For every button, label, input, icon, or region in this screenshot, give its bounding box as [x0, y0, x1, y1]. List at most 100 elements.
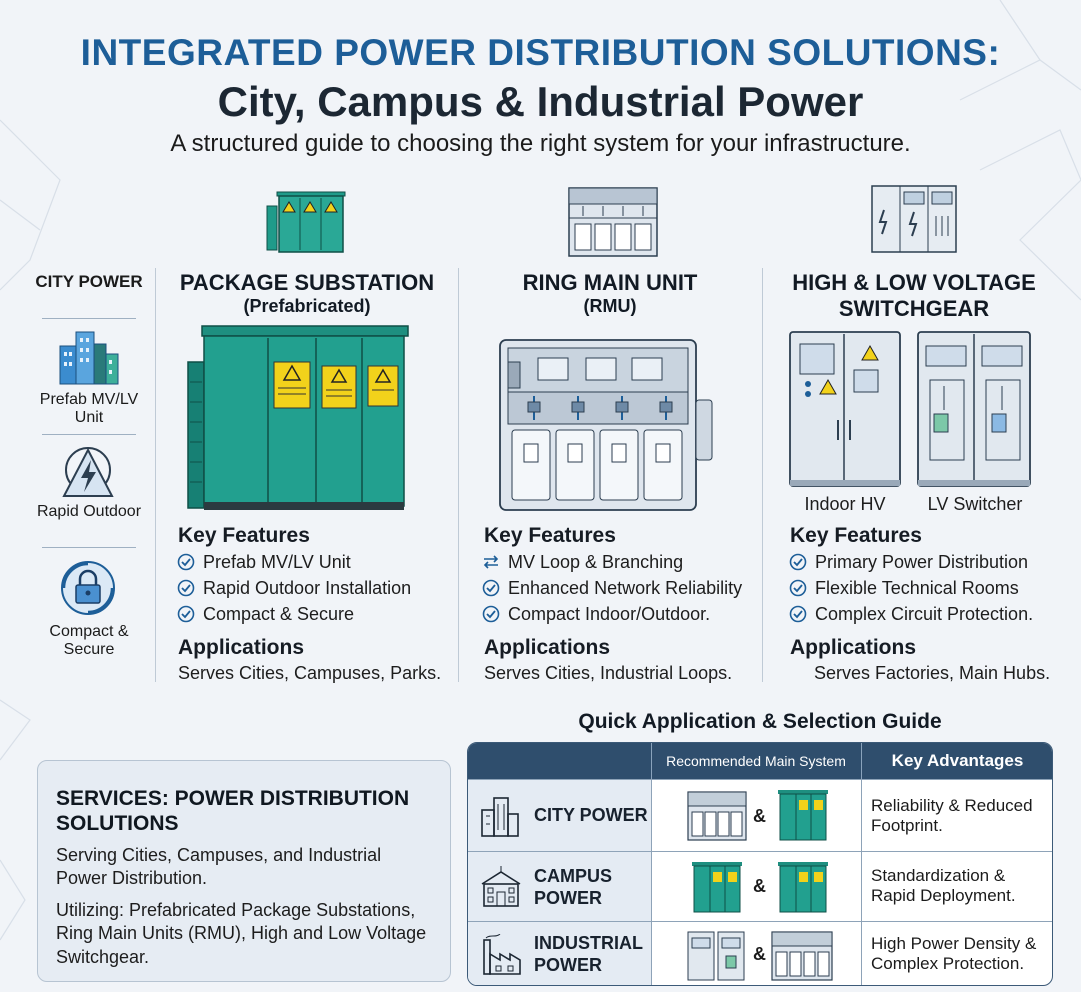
ampersand: & [753, 806, 766, 826]
indoor-hv-cabinet-illustration [789, 331, 901, 487]
feature-text: Complex Circuit Protection. [815, 603, 1034, 624]
applications-heading: Applications [484, 636, 611, 659]
rmu-thumbnail [687, 791, 747, 841]
check-circle-icon [177, 553, 195, 571]
features-list: Prefab MV/LV Unit Rapid Outdoor Installa… [177, 550, 411, 626]
column-divider [861, 922, 862, 985]
column-title: RING MAIN UNIT [522, 270, 698, 295]
list-item: Flexible Technical Rooms [789, 576, 1033, 600]
sidebar-item-label: Rapid Outdoor [36, 503, 142, 520]
header-recommended-system: Recommended Main System [666, 753, 846, 769]
check-circle-icon [789, 605, 807, 623]
sidebar-divider [42, 318, 136, 319]
guide-title: Quick Application & Selection Guide [578, 710, 942, 733]
column-divider [762, 268, 763, 682]
city-buildings-icon [59, 331, 119, 385]
list-item: MV Loop & Branching [482, 550, 742, 574]
check-circle-icon [177, 605, 195, 623]
features-list: Primary Power Distribution Flexible Tech… [789, 550, 1033, 626]
services-title: SERVICES: POWER DISTRIBUTION SOLUTIONS [56, 787, 410, 836]
package-substation-illustration [187, 325, 409, 510]
feature-text: Primary Power Distribution [815, 551, 1029, 572]
page-title: INTEGRATED POWER DISTRIBUTION SOLUTIONS: [80, 32, 1001, 73]
list-item: Complex Circuit Protection. [789, 602, 1033, 626]
column-title: HIGH & LOW VOLTAGE [792, 270, 1036, 295]
column-divider [651, 743, 652, 779]
package-substation-thumbnail [778, 862, 828, 913]
column-divider [861, 780, 862, 851]
package-substation-thumbnail [778, 790, 828, 841]
sidebar-item-label: Compact & Secure [49, 623, 129, 659]
column-divider [861, 743, 862, 779]
feature-text: MV Loop & Branching [508, 551, 684, 572]
package-substation-thumbnail [692, 862, 742, 913]
check-circle-icon [482, 605, 500, 623]
applications-text: Serves Cities, Campuses, Parks. [178, 663, 442, 683]
column-divider [861, 852, 862, 921]
ampersand: & [753, 944, 766, 964]
applications-text: Serves Factories, Main Hubs. [814, 663, 1051, 683]
row-label: CAMPUS [534, 866, 613, 886]
header-key-advantages: Key Advantages [891, 751, 1024, 770]
applications-text: Serves Cities, Industrial Loops. [484, 663, 733, 683]
sidebar-divider [42, 434, 136, 435]
check-circle-icon [789, 579, 807, 597]
features-list: MV Loop & Branching Enhanced Network Rel… [482, 550, 742, 626]
feature-text: Flexible Technical Rooms [815, 577, 1019, 598]
switchgear-small-icon [871, 185, 957, 253]
table-header: Recommended Main System Key Advantages [468, 743, 1052, 779]
feature-text: Compact Indoor/Outdoor. [508, 603, 711, 624]
features-heading: Key Features [484, 524, 616, 547]
check-circle-icon [789, 553, 807, 571]
list-item: Compact Indoor/Outdoor. [482, 602, 742, 626]
features-heading: Key Features [790, 524, 922, 547]
sidebar-heading: CITY POWER [35, 272, 143, 291]
lv-switcher-cabinet-illustration [917, 331, 1031, 487]
feature-text: Rapid Outdoor Installation [203, 577, 412, 598]
image-caption: Indoor HV [804, 494, 886, 514]
page-subtitle-title: City, Campus & Industrial Power [217, 78, 864, 125]
column-divider [651, 852, 652, 921]
column-divider [651, 780, 652, 851]
applications-heading: Applications [790, 636, 917, 659]
feature-text: Prefab MV/LV Unit [203, 551, 351, 572]
swap-arrows-icon [483, 555, 499, 569]
image-caption: LV Switcher [927, 494, 1023, 514]
factory-icon [483, 934, 521, 975]
row-label-line2: POWER [534, 888, 603, 908]
features-heading: Key Features [178, 524, 310, 547]
row-label: CITY POWER [534, 805, 648, 825]
services-description: Serving Cities, Campuses, and Industrial… [56, 845, 382, 889]
table-row: INDUSTRIAL POWER & High Power Density & … [468, 921, 1052, 985]
list-item: Primary Power Distribution [789, 550, 1033, 574]
ring-main-unit-illustration [499, 339, 713, 511]
list-item: Prefab MV/LV Unit [177, 550, 411, 574]
ring-main-unit-small-icon [568, 187, 658, 257]
sidebar-item-label: Prefab MV/LV Unit [39, 391, 139, 427]
page-description: A structured guide to choosing the right… [170, 130, 911, 157]
rmu-thumbnail [771, 931, 833, 981]
applications-heading: Applications [178, 636, 305, 659]
column-title-line2: SWITCHGEAR [838, 296, 990, 321]
services-systems: Utilizing: Prefabricated Package Substat… [56, 900, 427, 967]
list-item: Rapid Outdoor Installation [177, 576, 411, 600]
check-circle-icon [177, 579, 195, 597]
list-item: Enhanced Network Reliability [482, 576, 742, 600]
ampersand: & [753, 876, 766, 896]
table-row: CAMPUS POWER & Standardization & Rapid D… [468, 851, 1052, 921]
column-divider [651, 922, 652, 985]
sidebar-divider [42, 547, 136, 548]
switchgear-thumbnail [687, 931, 745, 981]
advantage-text: Standardization & Rapid Deployment. [871, 866, 1016, 906]
campus-building-icon [481, 866, 521, 907]
row-label: INDUSTRIAL [534, 933, 643, 953]
column-divider [458, 268, 459, 682]
row-label-cell [468, 852, 651, 921]
feature-text: Compact & Secure [203, 603, 355, 624]
advantage-text: Reliability & Reduced Footprint. [871, 796, 1033, 836]
feature-text: Enhanced Network Reliability [508, 577, 743, 598]
padlock-icon [61, 561, 115, 615]
package-substation-small-icon [266, 191, 346, 253]
column-divider [155, 268, 156, 682]
column-subtitle: (RMU) [583, 296, 637, 316]
